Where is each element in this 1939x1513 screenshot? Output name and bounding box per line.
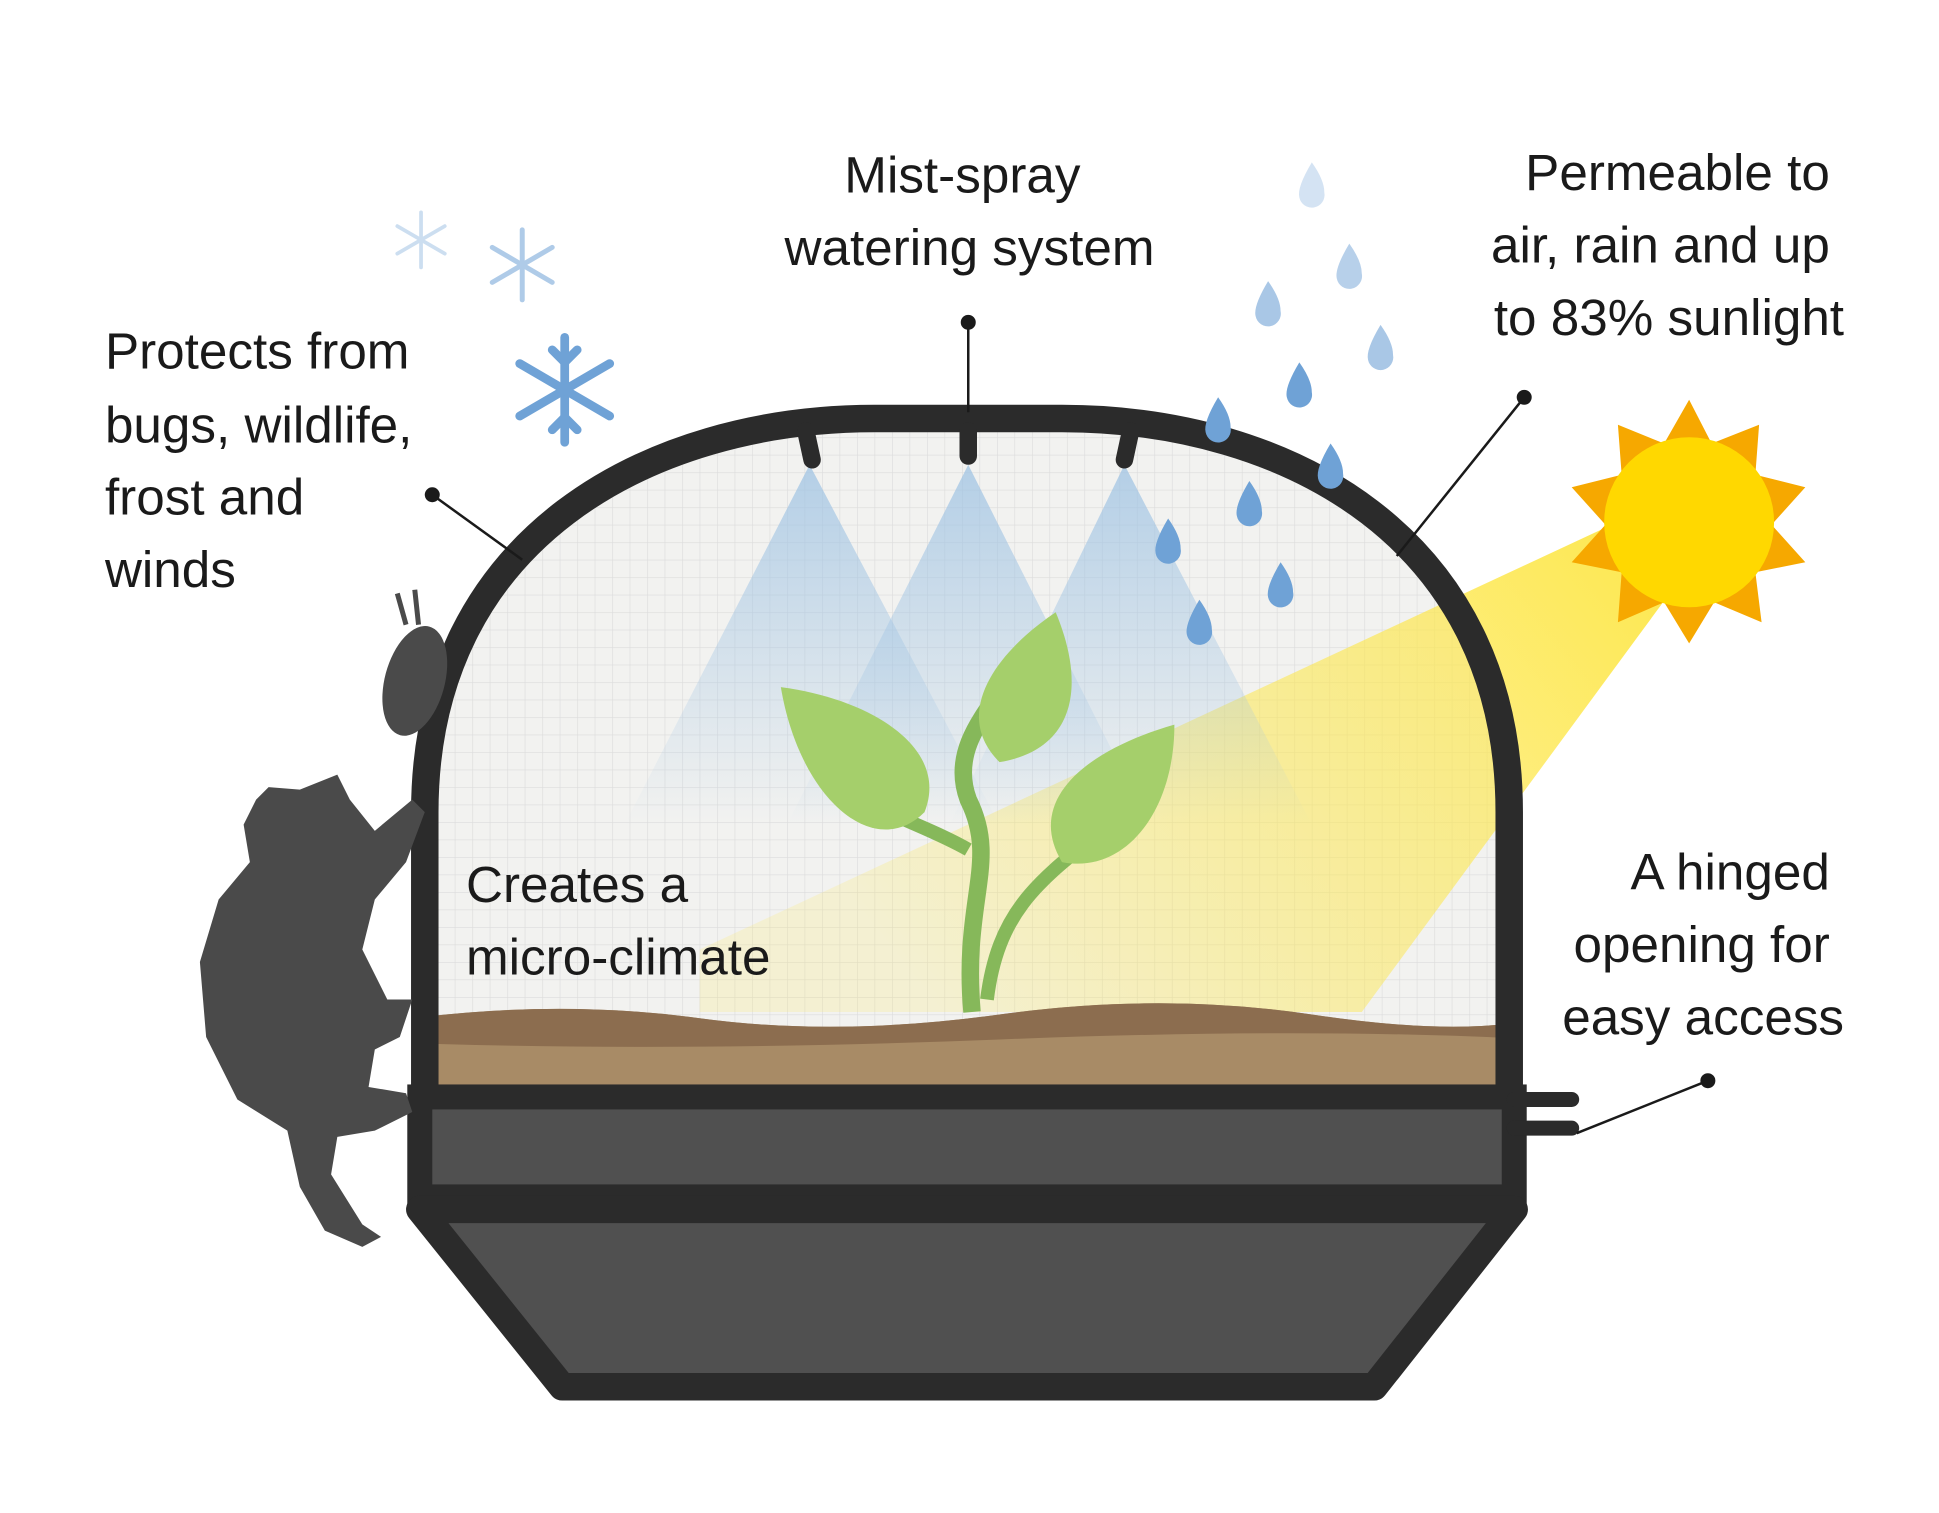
label-mist-spray: Mist-spray watering system: [783, 146, 1154, 275]
tray-band: [407, 1084, 1527, 1210]
label-hinged: A hinged opening for easy access: [1562, 844, 1844, 1046]
dome-interior: [424, 418, 1510, 1087]
sun-icon: [1571, 399, 1806, 644]
leader-lines: [424, 314, 1716, 1135]
dome-frame: [411, 404, 1523, 1087]
label-permeable: Permeable to air, rain and up to 83% sun…: [1491, 144, 1844, 346]
cat-silhouette-icon: [199, 774, 425, 1247]
raindrops-icon: [1155, 162, 1394, 645]
base-planter: [406, 1195, 1528, 1401]
bug-icon: [382, 589, 448, 736]
label-micro-climate: Creates a micro-climate: [466, 856, 770, 985]
hinge-icon: [1506, 1091, 1580, 1136]
snowflake-icon: [395, 210, 615, 447]
plant-icon: [780, 612, 1175, 1013]
label-protects: Protects from bugs, wildlife, frost and …: [104, 323, 427, 599]
sprayer-nozzles: [797, 422, 1140, 469]
